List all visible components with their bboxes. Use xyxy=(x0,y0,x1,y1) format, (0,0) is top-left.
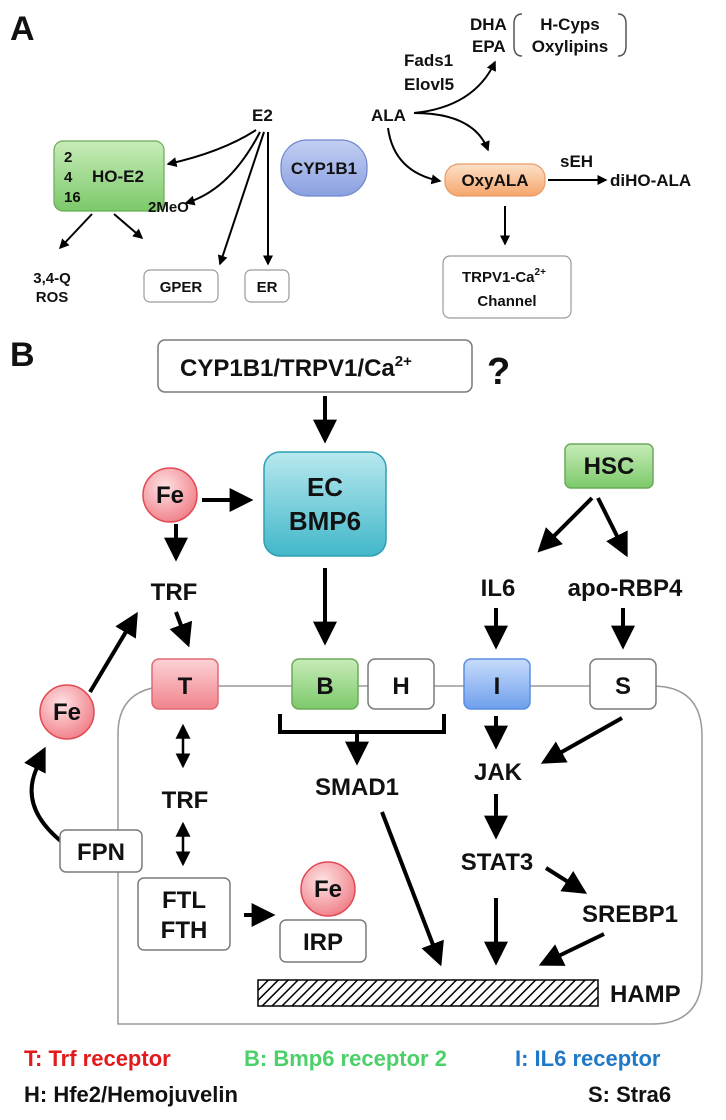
ala-label: ALA xyxy=(371,106,406,125)
h-cyps-bracket-right xyxy=(617,13,627,57)
hamp-gene-bar xyxy=(257,979,599,1007)
diho-ala-label: diHO-ALA xyxy=(610,171,691,190)
seh-label: sEH xyxy=(560,152,593,171)
receptor-i-box xyxy=(463,658,531,710)
ho-num-2: 2 xyxy=(64,149,72,166)
ho-e2-label: HO-E2 xyxy=(92,167,144,186)
stat3-label: STAT3 xyxy=(461,849,533,876)
receptor-b-box xyxy=(291,658,359,710)
panel-b-label: B xyxy=(10,336,35,374)
fe-label-top: Fe xyxy=(156,482,184,509)
arrow-ho-e2-to-quinone xyxy=(58,213,93,250)
apo-rbp4-label: apo-RBP4 xyxy=(568,575,683,602)
bmp-complex-bracket xyxy=(278,714,446,734)
fe-label-left: Fe xyxy=(53,699,81,726)
arrow-e2-to-ho-e2 xyxy=(166,129,257,168)
arrow-s-to-jak xyxy=(540,716,623,764)
arrow-fpn-to-fe xyxy=(24,746,64,844)
dha-label: DHA xyxy=(470,15,507,34)
ec-bmp6-box xyxy=(263,451,387,557)
fpn-box xyxy=(59,829,143,873)
irp-box xyxy=(279,919,367,963)
question-mark: ? xyxy=(487,351,510,393)
arrow-srebp1-to-hamp xyxy=(538,932,605,966)
ftl-label: FTL xyxy=(162,887,206,914)
panel-a-label: A xyxy=(10,10,35,48)
fads1-label: Fads1 xyxy=(404,51,453,70)
receptor-h-label: H xyxy=(392,673,409,700)
epa-label: EPA xyxy=(472,37,506,56)
ftl-fth-box xyxy=(137,877,231,951)
arrow-ala-to-dha xyxy=(413,60,496,114)
gper-box xyxy=(143,269,219,303)
arrow-e2-to-gper xyxy=(217,131,265,266)
2meo-label: 2MeO xyxy=(148,199,189,216)
receptor-b-label: B xyxy=(316,673,333,700)
arrow-fe-to-trf-top xyxy=(88,611,138,694)
receptor-s-label: S xyxy=(615,673,631,700)
cyp1b1-box xyxy=(280,139,368,197)
trf-label-top: TRF xyxy=(151,579,198,606)
arrow-trf-to-t xyxy=(169,611,193,648)
fe-label-irp: Fe xyxy=(314,876,342,903)
fth-label: FTH xyxy=(161,917,208,944)
smad1-label: SMAD1 xyxy=(315,774,399,801)
e2-label: E2 xyxy=(252,106,273,125)
ho-num-4: 4 xyxy=(64,169,73,186)
channel-label: Channel xyxy=(477,293,536,310)
il6-label: IL6 xyxy=(481,575,516,602)
arrow-ala-to-oxyala-top xyxy=(413,112,490,152)
er-box xyxy=(244,269,290,303)
quinone-label: 3,4-Q xyxy=(33,270,71,287)
legend-t: T: Trf receptor xyxy=(24,1046,171,1071)
legend-s: S: Stra6 xyxy=(588,1082,671,1107)
fpn-label: FPN xyxy=(77,839,125,866)
h-cyps-label: H-Cyps xyxy=(540,15,600,34)
legend-h: H: Hfe2/Hemojuvelin xyxy=(24,1082,238,1107)
irp-label: IRP xyxy=(303,929,343,956)
ho-e2-box xyxy=(53,140,165,212)
hsc-box xyxy=(564,443,654,489)
legend-i: I: IL6 receptor xyxy=(515,1046,661,1071)
trpv1-channel-label: TRPV1-Ca2+ xyxy=(462,267,546,286)
elovl5-label: Elovl5 xyxy=(404,75,454,94)
ros-label: ROS xyxy=(36,289,69,306)
cell-membrane xyxy=(117,685,703,1025)
arrow-hsc-to-apo-rbp4 xyxy=(596,497,628,558)
oxyala-label: OxyALA xyxy=(461,171,528,190)
arrow-ala-to-oxyala-left xyxy=(387,127,442,185)
bmp6-label: BMP6 xyxy=(289,506,361,536)
receptor-t-box xyxy=(151,658,219,710)
trpv1-channel-box xyxy=(442,255,572,319)
fe-circle-top xyxy=(142,467,198,523)
jak-label: JAK xyxy=(474,759,523,786)
cyp1b1-trpv1-box xyxy=(157,339,473,393)
arrow-smad1-to-hamp xyxy=(380,811,444,967)
cyp1b1-trpv1-label: CYP1B1/TRPV1/Ca2+ xyxy=(180,353,412,382)
receptor-h-box xyxy=(367,658,435,710)
gper-label: GPER xyxy=(160,279,203,296)
ec-label: EC xyxy=(307,472,343,502)
arrow-e2-to-2meo xyxy=(184,131,261,206)
srebp1-label: SREBP1 xyxy=(582,901,678,928)
receptor-i-label: I xyxy=(494,673,501,700)
hsc-label: HSC xyxy=(584,453,635,480)
arrow-ho-e2-to-gper xyxy=(113,213,144,239)
hamp-label: HAMP xyxy=(610,981,681,1008)
arrow-stat3-to-srebp1 xyxy=(544,866,588,894)
er-label: ER xyxy=(257,279,278,296)
cyp1b1-label: CYP1B1 xyxy=(291,159,357,178)
receptor-t-label: T xyxy=(178,673,193,700)
receptor-s-box xyxy=(589,658,657,710)
fe-circle-irp xyxy=(300,861,356,917)
arrow-hsc-to-il6 xyxy=(537,496,594,553)
oxylipins-label: Oxylipins xyxy=(532,37,609,56)
oxyala-box xyxy=(444,163,546,197)
ho-num-16: 16 xyxy=(64,189,81,206)
fe-circle-left xyxy=(39,684,95,740)
h-cyps-bracket-left xyxy=(513,13,523,57)
legend-b: B: Bmp6 receptor 2 xyxy=(244,1046,447,1071)
trf-label-inner: TRF xyxy=(162,787,209,814)
